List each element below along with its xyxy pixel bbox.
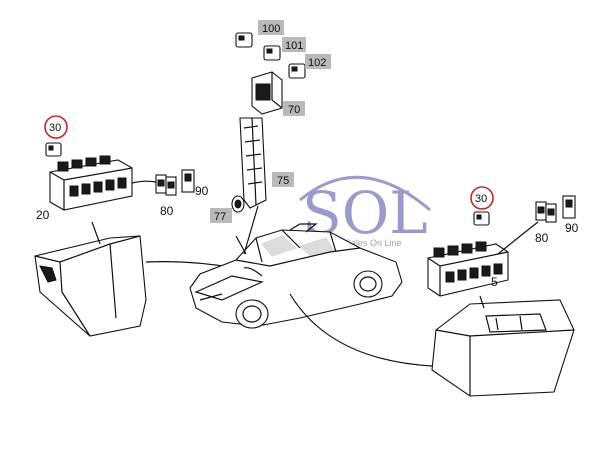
callout-5: 5	[491, 275, 498, 289]
tag-100: 100	[258, 20, 284, 35]
module-70	[251, 71, 283, 115]
enclosure-right	[431, 299, 575, 397]
callout-90-left: 90	[195, 184, 209, 198]
bracket-75	[239, 117, 267, 209]
fuse-box-5	[427, 241, 509, 297]
tag-75: 75	[272, 172, 294, 187]
relay-100	[235, 32, 253, 48]
callout-80-left: 80	[160, 204, 174, 218]
svg-text:30: 30	[49, 122, 61, 134]
fuse-box-20	[49, 155, 133, 211]
callout-30-right: 30	[470, 186, 494, 210]
leader-car-to-enclosure-right	[289, 293, 433, 367]
callout-20: 20	[36, 208, 50, 222]
callout-80-right: 80	[535, 231, 549, 245]
relay-30-right	[473, 211, 490, 226]
enclosure-left	[34, 235, 147, 337]
leader-5-to-enclosure	[479, 295, 485, 309]
svg-text:102: 102	[308, 57, 326, 69]
callout-90-right: 90	[565, 221, 579, 235]
svg-text:75: 75	[277, 175, 289, 187]
car-sedan	[189, 223, 403, 329]
svg-text:101: 101	[285, 40, 303, 52]
callout-30-left: 30	[44, 115, 68, 139]
relay-30-left	[45, 142, 62, 157]
relay-102	[288, 63, 306, 79]
svg-text:70: 70	[288, 104, 300, 116]
leader-20-to-enclosure	[91, 221, 101, 245]
svg-text:77: 77	[214, 211, 226, 223]
tag-101: 101	[282, 37, 306, 52]
relay-90-left	[181, 169, 195, 193]
watermark-swoosh	[299, 175, 431, 212]
relay-80-left	[155, 174, 177, 196]
relay-101	[263, 45, 281, 61]
tag-70: 70	[283, 101, 305, 116]
leader-hood-marker	[243, 267, 263, 277]
leader-80-left	[131, 180, 157, 184]
relay-90-right	[562, 195, 576, 219]
svg-text:100: 100	[262, 23, 280, 35]
leader-75-to-car	[243, 205, 259, 255]
leader-fusebox-to-relays-right	[497, 221, 539, 255]
watermark-tagline: Sales On Line	[345, 238, 402, 248]
tag-77: 77	[210, 208, 232, 223]
svg-text:30: 30	[475, 193, 487, 205]
tag-102: 102	[305, 54, 331, 69]
relay-80-right	[535, 201, 557, 223]
grommet-77	[231, 195, 245, 213]
